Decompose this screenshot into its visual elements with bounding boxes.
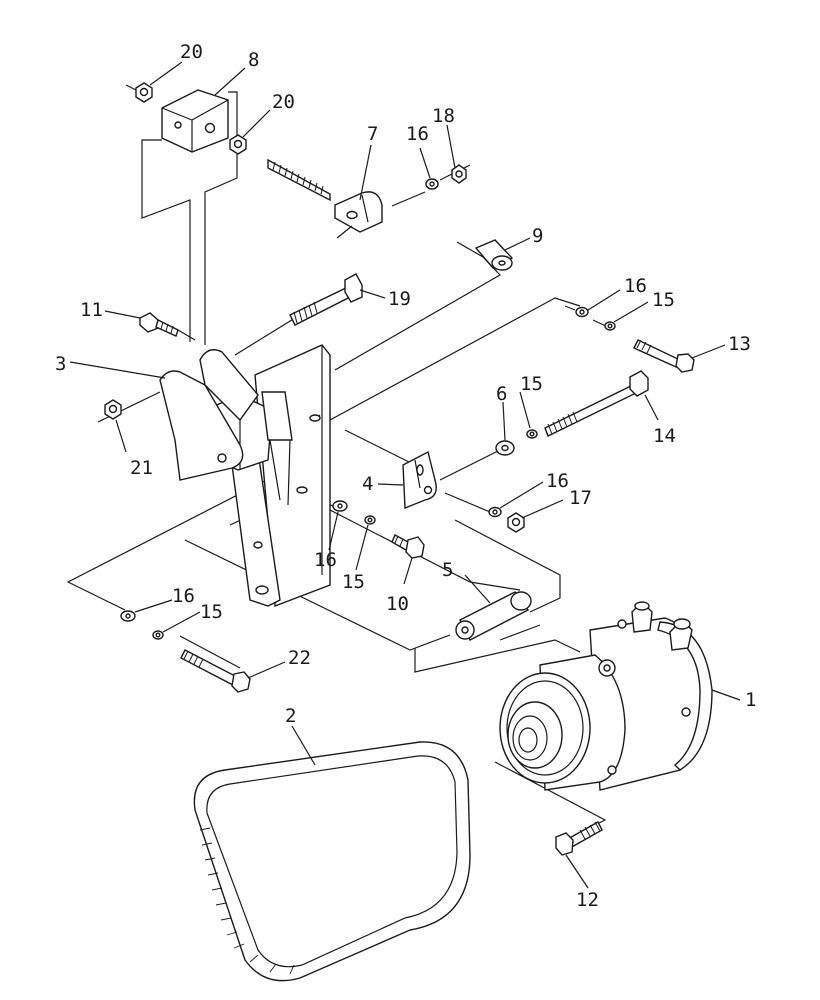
callout-14: 14 — [653, 425, 676, 447]
callout-3: 3 — [55, 353, 66, 375]
bolt — [555, 821, 603, 856]
callout-10: 10 — [386, 593, 409, 615]
spacer — [495, 440, 515, 456]
callout-13: 13 — [728, 333, 751, 355]
bracket-assembly — [159, 344, 331, 608]
callout-19: 19 — [388, 288, 411, 310]
lock-washer — [152, 630, 164, 640]
callout-15: 15 — [342, 571, 365, 593]
bolt — [391, 534, 425, 559]
small-bracket — [402, 450, 437, 510]
callout-15: 15 — [200, 601, 223, 623]
callout-6: 6 — [496, 383, 507, 405]
callout-16: 16 — [624, 275, 647, 297]
callout-5: 5 — [442, 559, 453, 581]
long-bolt — [544, 370, 649, 437]
callout-9: 9 — [532, 225, 543, 247]
bolt — [139, 312, 179, 337]
washer — [332, 500, 348, 512]
washer — [120, 610, 136, 622]
leader-lines — [69, 61, 741, 889]
washer — [488, 506, 502, 518]
nut — [451, 164, 467, 184]
drive-belt — [193, 741, 471, 982]
callout-20: 20 — [272, 91, 295, 113]
callout-20: 20 — [180, 41, 203, 63]
callout-21: 21 — [130, 457, 153, 479]
callout-16: 16 — [546, 470, 569, 492]
callout-16: 16 — [314, 549, 337, 571]
bolt — [180, 649, 251, 693]
callout-22: 22 — [288, 647, 311, 669]
nut — [507, 512, 525, 533]
callout-7: 7 — [367, 123, 378, 145]
lock-washer — [604, 321, 616, 331]
callout-1: 1 — [745, 689, 756, 711]
callouts: 20 8 20 7 16 18 9 11 19 16 15 13 3 6 15 … — [55, 41, 756, 911]
compressor — [499, 601, 713, 791]
callout-12: 12 — [576, 889, 599, 911]
lock-washer — [526, 429, 538, 439]
bolt — [633, 339, 695, 373]
nut — [125, 82, 153, 103]
callout-15: 15 — [520, 373, 543, 395]
callout-15: 15 — [652, 289, 675, 311]
callout-17: 17 — [569, 487, 592, 509]
callout-11: 11 — [80, 299, 103, 321]
callout-8: 8 — [248, 49, 259, 71]
nut — [104, 399, 122, 420]
lock-washer — [364, 515, 376, 525]
callout-16: 16 — [406, 123, 429, 145]
washer — [425, 178, 439, 190]
tension-bolt — [267, 158, 383, 239]
callout-4: 4 — [362, 473, 373, 495]
callout-18: 18 — [432, 105, 455, 127]
roller-spacer — [455, 591, 532, 641]
sleeve — [474, 239, 514, 271]
block — [161, 89, 229, 153]
callout-16: 16 — [172, 585, 195, 607]
bolt — [289, 273, 363, 326]
washer — [575, 306, 589, 318]
nut — [229, 134, 247, 155]
callout-2: 2 — [285, 705, 296, 727]
